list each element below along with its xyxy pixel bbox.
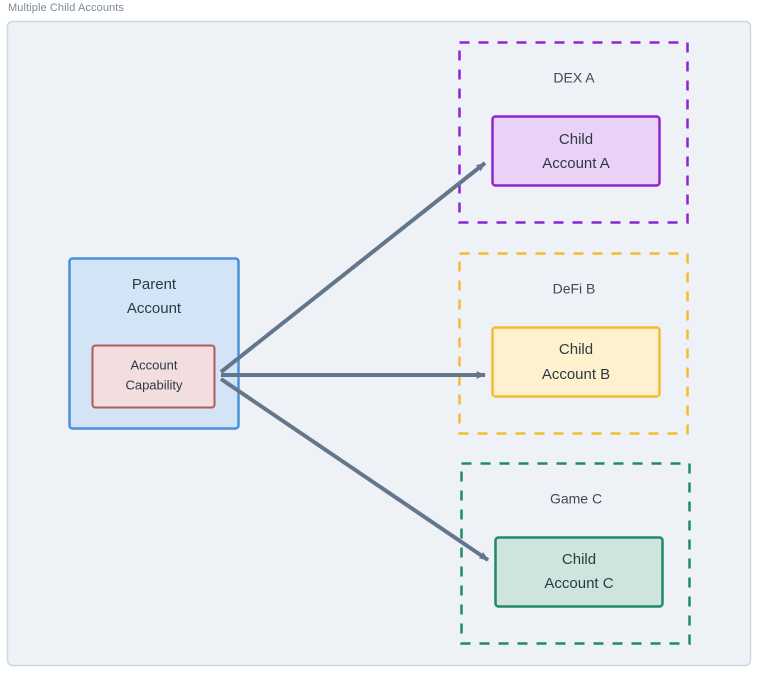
node-child-account-a-line2: Account A: [542, 155, 610, 172]
group-dex-a-boundary: [458, 41, 689, 224]
connection-edges: [219, 161, 490, 562]
group-game-c: Game C Child Account C: [460, 462, 691, 645]
group-game-c-boundary: [460, 462, 691, 645]
node-account-capability[interactable]: Account Capability: [91, 344, 216, 409]
node-parent-account-line2: Account: [127, 300, 182, 317]
edge-capability-to-child-a: [219, 161, 487, 374]
node-child-account-b-line1: Child: [559, 341, 593, 358]
node-child-account-a-line1: Child: [559, 131, 593, 148]
node-child-account-a[interactable]: Child Account A: [491, 115, 661, 187]
node-child-account-b-box[interactable]: [491, 326, 661, 398]
node-child-account-b-line2: Account B: [542, 366, 610, 383]
node-parent-account-line1: Parent: [132, 276, 177, 293]
group-defi-b: DeFi B Child Account B: [458, 252, 689, 435]
node-child-account-b[interactable]: Child Account B: [491, 326, 661, 398]
edge-capability-to-child-c: [219, 377, 490, 562]
node-parent-account[interactable]: Parent Account Account Capability: [68, 257, 240, 430]
node-child-account-c[interactable]: Child Account C: [494, 536, 664, 608]
diagram-title: Multiple Child Accounts: [8, 2, 125, 14]
group-dex-a-label: DEX A: [553, 70, 595, 86]
node-child-account-c-line2: Account C: [544, 575, 613, 592]
group-defi-b-boundary: [458, 252, 689, 435]
node-account-capability-line2: Capability: [125, 377, 183, 392]
node-account-capability-line1: Account: [131, 357, 178, 372]
node-child-account-a-box[interactable]: [491, 115, 661, 187]
node-child-account-c-box[interactable]: [494, 536, 664, 608]
node-child-account-c-line1: Child: [562, 551, 596, 568]
node-account-capability-box[interactable]: [91, 344, 216, 409]
group-defi-b-label: DeFi B: [553, 281, 596, 297]
group-game-c-label: Game C: [550, 491, 602, 507]
group-dex-a: DEX A Child Account A: [458, 41, 689, 224]
